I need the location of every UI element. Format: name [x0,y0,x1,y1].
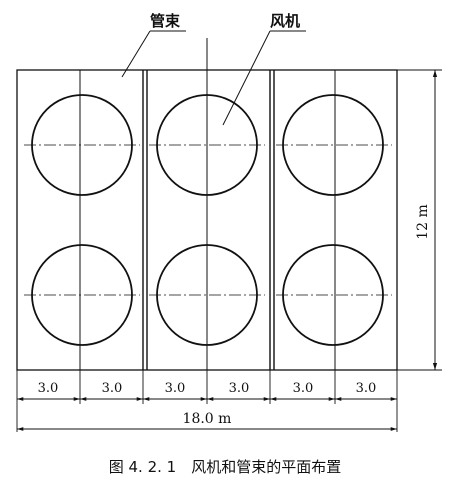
segment-label: 3.0 [356,381,377,396]
fan [276,94,392,196]
segment-label: 3.0 [38,381,59,396]
segment-dimensions: 3.0 3.0 3.0 3.0 3.0 3.0 [16,370,398,432]
tube-bundle-label: 管束 [150,12,181,30]
total-width-dimension: 18.0 m [17,411,397,431]
figure-caption: 图 4. 2. 1 风机和管束的平面布置 [109,458,341,476]
fan [24,94,140,196]
fan [24,244,140,346]
segment-label: 3.0 [229,381,250,396]
fan [276,244,392,346]
height-dimension: 12 m [397,69,442,371]
fan [149,244,265,346]
height-label: 12 m [415,204,431,240]
label-fan: 风机 [222,12,306,126]
fans [24,94,392,346]
total-width-label: 18.0 m [183,411,232,427]
fan-label: 风机 [270,12,300,30]
segment-label: 3.0 [293,381,314,396]
fan [149,94,265,196]
bundle-dividers [79,38,336,370]
label-tube-bundle: 管束 [121,12,186,78]
segment-label: 3.0 [165,381,186,396]
segment-label: 3.0 [102,381,123,396]
